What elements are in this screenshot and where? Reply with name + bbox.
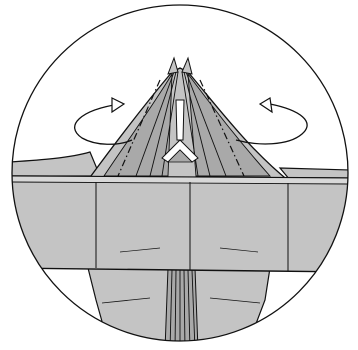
right-tip [182, 58, 192, 74]
clipped-content [10, 58, 350, 350]
left-flap [10, 152, 100, 176]
horizontal-band [10, 176, 350, 272]
left-tip [168, 58, 178, 74]
center-slit [176, 100, 184, 140]
rotate-arrow-right-icon [236, 98, 307, 144]
